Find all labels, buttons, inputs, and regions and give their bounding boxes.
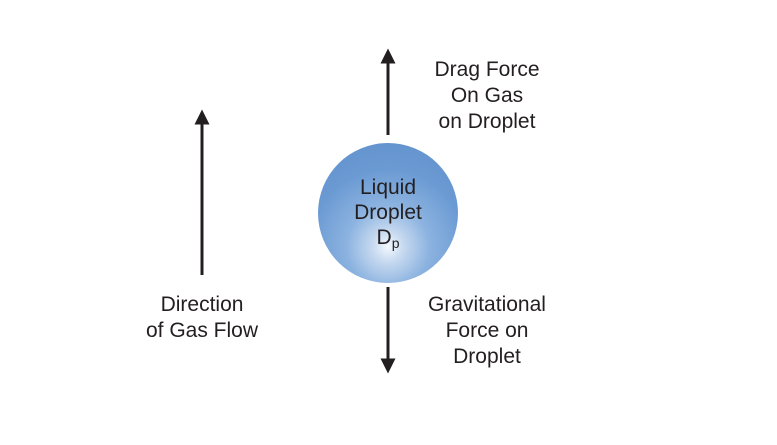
drag-force-label-line: Drag Force	[434, 58, 540, 81]
droplet-label: Liquid Droplet Dp	[318, 175, 458, 250]
droplet-diameter-symbol: Dp	[318, 225, 458, 250]
liquid-droplet: Liquid Droplet Dp	[318, 143, 458, 283]
gas-flow-label-line: Direction	[160, 293, 244, 316]
droplet-subscript: p	[391, 235, 400, 251]
drag-force-label-line: On Gas	[450, 84, 524, 107]
drag-force-label-line: on Droplet	[438, 110, 536, 133]
droplet-symbol: D	[376, 226, 392, 249]
drag-force-label: Drag Force On Gas on Droplet	[404, 57, 570, 135]
droplet-label-line: Liquid	[359, 176, 417, 199]
gas-flow-label: Direction of Gas Flow	[120, 292, 284, 344]
gravitational-force-label: Gravitational Force on Droplet	[404, 292, 570, 370]
gravitational-force-label-line: Gravitational	[428, 293, 546, 316]
gravitational-force-label-line: Force on	[445, 319, 529, 342]
gravitational-force-label-line: Droplet	[453, 345, 521, 368]
gas-flow-label-line: of Gas Flow	[145, 319, 259, 342]
droplet-label-line: Droplet	[354, 201, 422, 224]
